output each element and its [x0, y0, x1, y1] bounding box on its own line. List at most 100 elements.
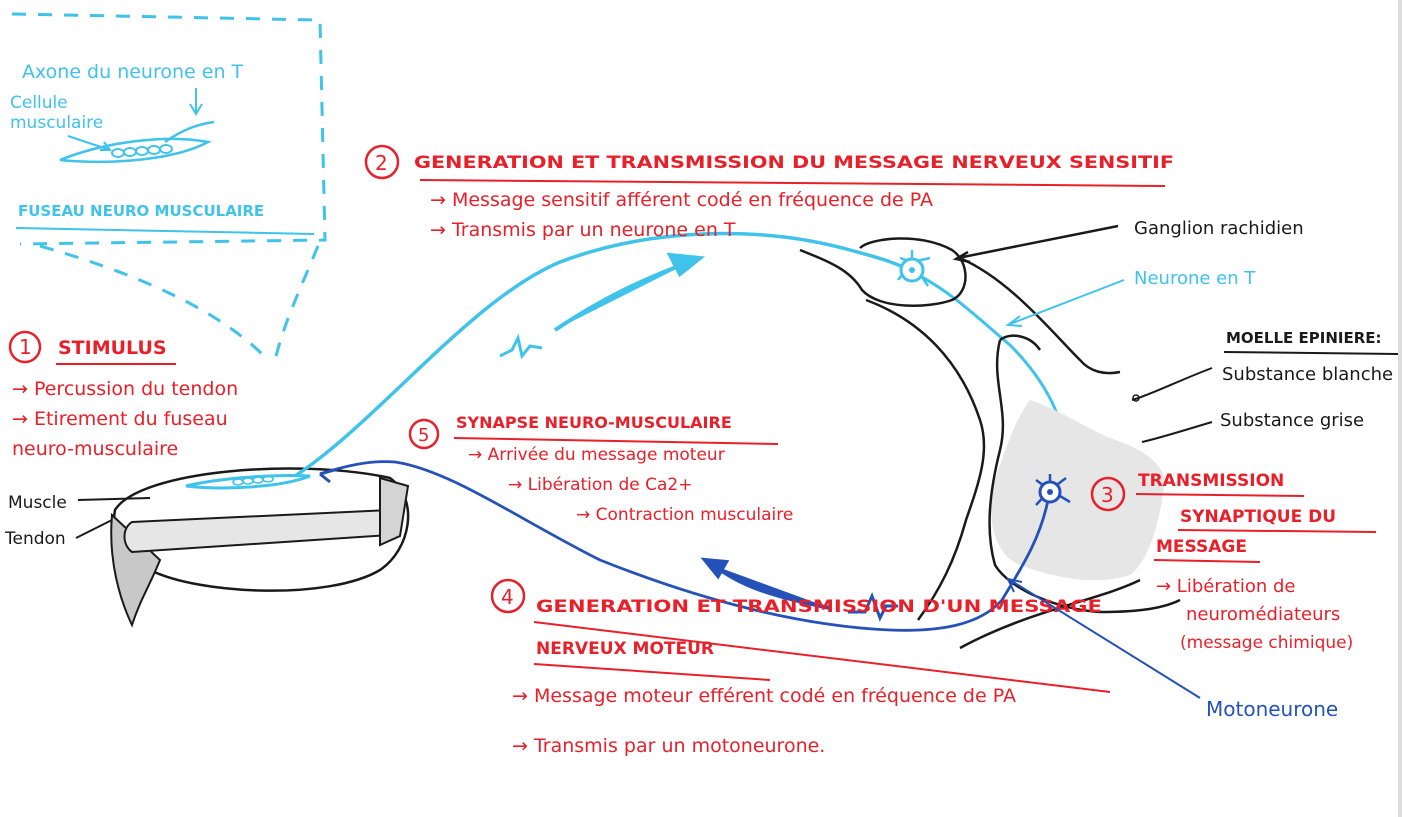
- cord-bottom-exit: [959, 578, 1141, 650]
- step1-number: 1: [19, 335, 32, 359]
- muscle-label: Muscle: [8, 493, 67, 513]
- step3-line3: (message chimique): [1180, 633, 1353, 653]
- ganglion-label: Ganglion rachidien: [1134, 218, 1304, 239]
- step4-line2: → Transmis par un motoneurone.: [512, 735, 825, 757]
- page-edge: [1398, 0, 1402, 817]
- step5-line1: → Arrivée du message moteur: [468, 445, 725, 465]
- step1-title: STIMULUS: [58, 337, 167, 359]
- spindle-cell-drawing: [59, 137, 212, 164]
- step1-line2: → Etirement du fuseau: [12, 408, 228, 430]
- spinal-cord-drawing: [799, 237, 1181, 650]
- ganglion-pointer-arrow: [952, 224, 1119, 264]
- spindle-on-muscle: [185, 473, 311, 490]
- step1-stimulus: 1 STIMULUS → Percussion du tendon → Etir…: [8, 330, 238, 460]
- step4-motor-message: 4 GENERATION ET TRANSMISSION D'UN MESSAG…: [490, 578, 1111, 757]
- step5-title-underline: [453, 437, 779, 445]
- inset-musculaire-label: musculaire: [10, 113, 103, 133]
- axone-pointer-arrow: [189, 88, 203, 116]
- neurone-t-label: Neurone en T: [1134, 268, 1256, 289]
- spindle-coil-on-muscle-icon: [232, 475, 274, 486]
- step2-line2: → Transmis par un neurone en T: [430, 219, 736, 241]
- motor-neuron: [319, 460, 1071, 632]
- muscle-pointer-arrow: [77, 497, 151, 501]
- step4-title-underline1: [533, 621, 1111, 693]
- step4-number-circle: [490, 578, 526, 614]
- step3-title-line1: TRANSMISSION: [1138, 471, 1284, 491]
- motor-axon-path: [319, 460, 1050, 632]
- sensory-direction-arrow: [553, 252, 706, 332]
- substance-blanche-pointer: [1131, 367, 1213, 401]
- neurone-t-pointer-arrow: [1005, 279, 1125, 327]
- inset-dashed-border: [11, 12, 327, 246]
- step3-title-underline2: [1177, 529, 1377, 533]
- step3-line2: neuromédiateurs: [1186, 604, 1340, 625]
- step1-line1: → Percussion du tendon: [12, 378, 238, 400]
- anatomy-labels: Ganglion rachidien Neurone en T MOELLE E…: [952, 218, 1399, 721]
- step2-sensory-message: 2 GENERATION ET TRANSMISSION DU MESSAGE …: [364, 144, 1174, 241]
- step2-title-underline: [419, 179, 1166, 187]
- step3-title-line2: SYNAPTIQUE DU: [1180, 507, 1336, 527]
- step3-synaptic-transmission: 3 TRANSMISSION SYNAPTIQUE DU MESSAGE → L…: [1090, 471, 1377, 653]
- substance-blanche-label: Substance blanche: [1222, 364, 1393, 385]
- muscle-right-tendon: [379, 476, 410, 547]
- muscle-drawing: Muscle Tendon: [4, 467, 410, 628]
- spindle-coil-icon: [111, 144, 173, 158]
- tendon-label: Tendon: [4, 529, 66, 549]
- motoneurone-pointer-arrow: [1006, 577, 1201, 699]
- tendon-pointer-arrow: [75, 519, 113, 539]
- step4-line1: → Message moteur efférent codé en fréque…: [512, 685, 1016, 707]
- step5-neuromuscular-synapse: 5 SYNAPSE NEURO-MUSCULAIRE → Arrivée du …: [408, 413, 793, 525]
- sensory-axon-to-cord: [911, 270, 1068, 471]
- tendon-bone-shaded: [110, 512, 162, 628]
- inset-fuseau-label: FUSEAU NEURO MUSCULAIRE: [18, 202, 264, 220]
- dorsal-root-upper: [959, 256, 1121, 375]
- step2-number-circle: [364, 144, 400, 180]
- inset-fuseau-underline: [15, 227, 315, 235]
- step3-title-underline3: [1153, 559, 1261, 563]
- step4-title-line2: NERVEUX MOTEUR: [536, 639, 714, 659]
- motoneurone-label: Motoneurone: [1206, 697, 1338, 721]
- step5-number-circle: [408, 418, 440, 450]
- spindle-axon-drawing: [164, 120, 215, 144]
- motor-endplate-icon: [319, 468, 335, 484]
- sensory-neuron: [294, 231, 1074, 478]
- dorsal-root-lower: [865, 298, 986, 621]
- moelle-label: MOELLE EPINIERE:: [1226, 329, 1382, 347]
- substance-grise-pointer: [1141, 421, 1213, 443]
- substance-blanche-pointer-dot: [1132, 394, 1140, 402]
- step1-number-circle: [8, 330, 42, 364]
- step5-line2: → Libération de Ca2+: [508, 475, 692, 495]
- zoom-dashed-line-right: [273, 245, 320, 361]
- moelle-underline: [1223, 351, 1399, 355]
- sensory-axon-path: [294, 231, 913, 478]
- step4-title-line1: GENERATION ET TRANSMISSION D'UN MESSAGE: [536, 597, 1102, 617]
- white-matter-top: [999, 334, 1042, 351]
- step2-line1: → Message sensitif afférent codé en fréq…: [430, 189, 933, 211]
- motoneurone-cell-body-icon: [1035, 474, 1071, 506]
- step1-line3: neuro-musculaire: [12, 438, 178, 460]
- ganglion-cell-body-icon: [897, 250, 931, 287]
- inset-zoom-box: Axone du neurone en T Cellule musculaire…: [10, 12, 327, 362]
- sensory-action-potential-icon: [499, 333, 543, 360]
- step4-number: 4: [501, 585, 514, 609]
- grey-matter-shaded: [991, 400, 1165, 581]
- step2-title: GENERATION ET TRANSMISSION DU MESSAGE NE…: [414, 153, 1174, 173]
- zoom-dashed-line-left: [39, 244, 270, 362]
- step4-title-underline2: [533, 663, 771, 681]
- step3-line1: → Libération de: [1156, 576, 1295, 597]
- ganglion-outline: [799, 237, 967, 307]
- step2-number: 2: [375, 151, 388, 175]
- step5-title: SYNAPSE NEURO-MUSCULAIRE: [456, 413, 732, 432]
- step3-number-circle: [1090, 476, 1126, 512]
- inset-cellule-label: Cellule: [10, 93, 68, 113]
- step5-line3: → Contraction musculaire: [576, 505, 793, 525]
- cellule-pointer-arrow: [67, 135, 112, 151]
- substance-grise-label: Substance grise: [1220, 410, 1364, 431]
- inset-axone-label: Axone du neurone en T: [22, 61, 244, 83]
- step5-number: 5: [418, 425, 429, 446]
- white-matter-outline: [988, 339, 1181, 614]
- step3-title-underline1: [1135, 493, 1305, 497]
- motor-action-potential-icon: [848, 591, 898, 622]
- step3-title-line3: MESSAGE: [1156, 537, 1247, 557]
